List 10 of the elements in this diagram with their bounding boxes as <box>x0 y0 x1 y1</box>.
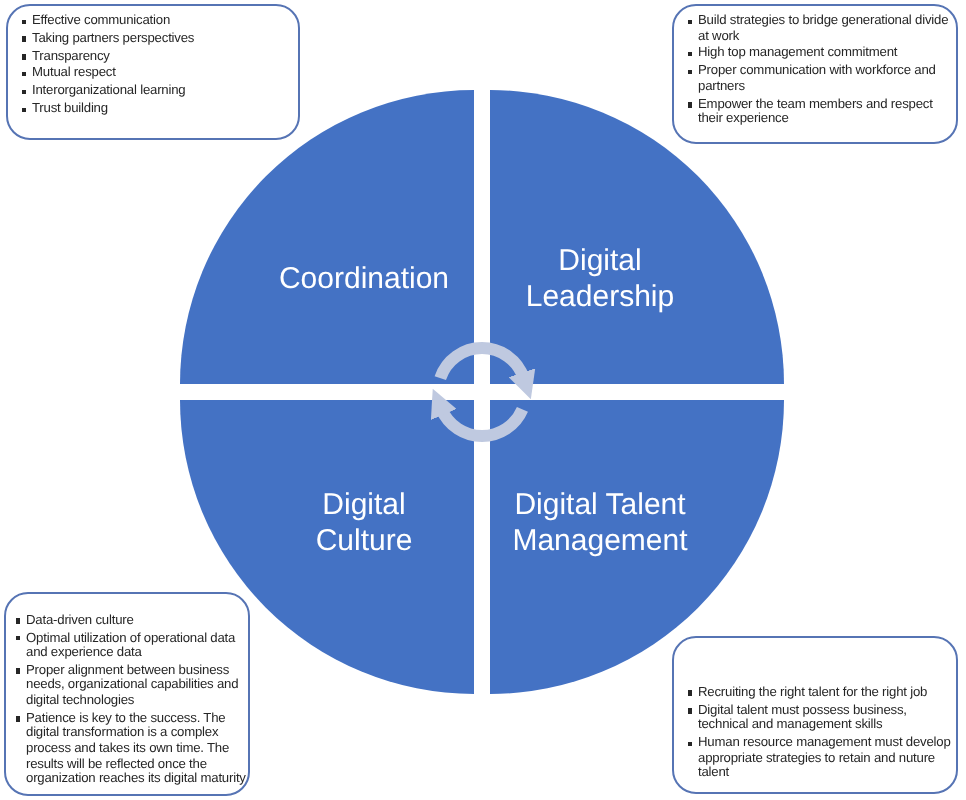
curved-arrow <box>434 342 535 399</box>
note-card <box>6 4 300 140</box>
note-card <box>672 636 958 794</box>
quadrant-label: Coordination <box>276 262 452 298</box>
note-card <box>4 592 250 796</box>
curved-arrow <box>431 389 528 442</box>
quadrant-label: Digital Culture <box>313 488 415 560</box>
quadrant-label: Digital Talent Management <box>510 488 690 560</box>
quadrant-label: Digital Leadership <box>523 244 677 316</box>
note-card <box>672 4 958 144</box>
